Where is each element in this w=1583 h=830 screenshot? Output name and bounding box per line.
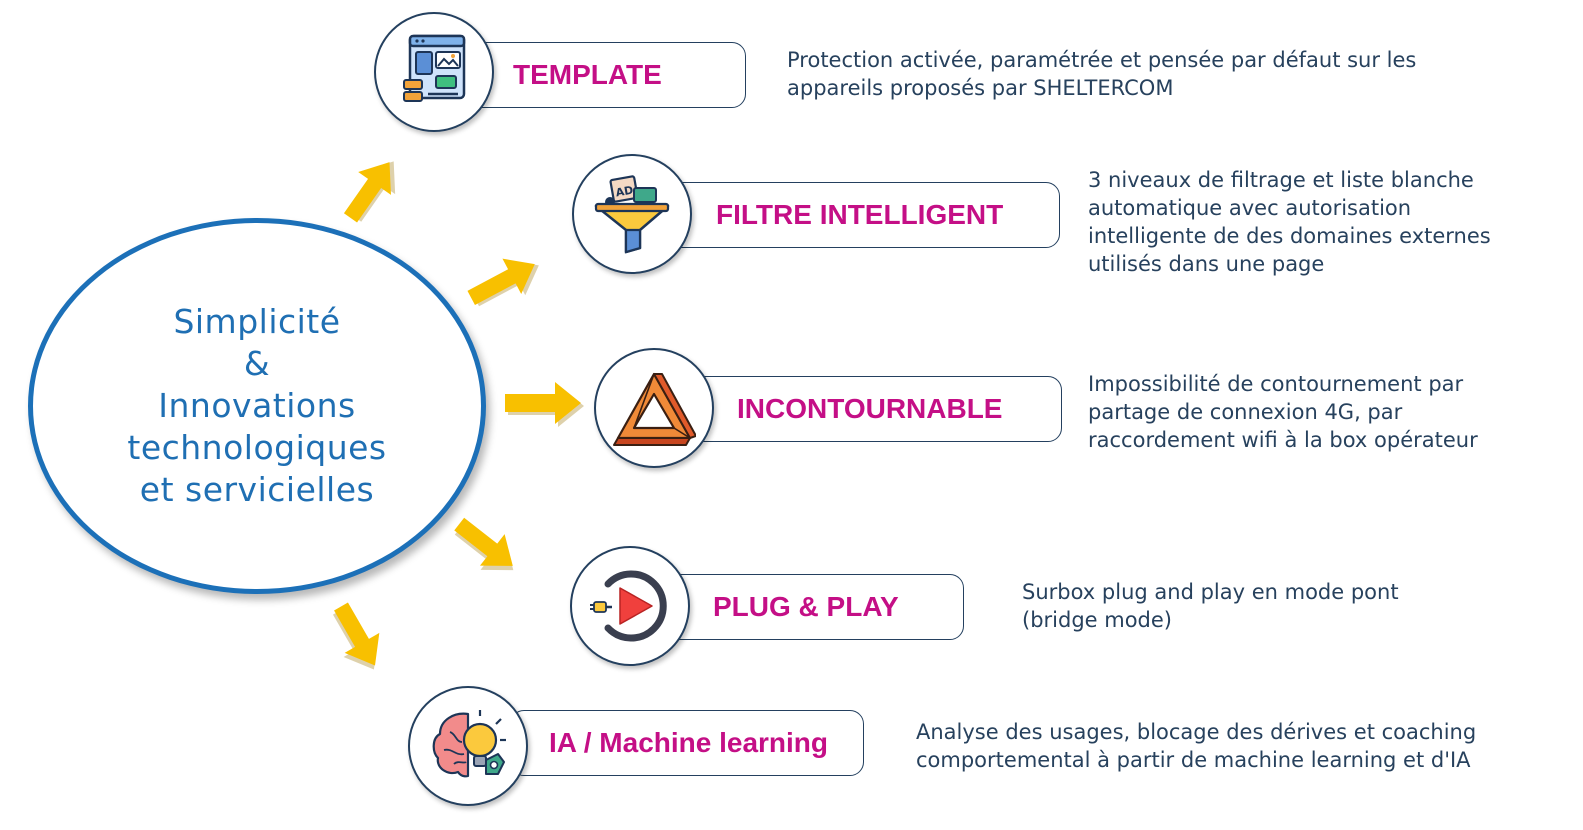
feature-icon-circle xyxy=(570,546,690,666)
feature-description: Surbox plug and play en mode pont (bridg… xyxy=(1022,578,1399,634)
center-ellipse: Simplicité & Innovations technologiques … xyxy=(28,218,486,594)
description-line: Surbox plug and play en mode pont xyxy=(1022,580,1399,604)
feature-description: 3 niveaux de filtrage et liste blanche a… xyxy=(1088,166,1491,278)
ad-filter-funnel-icon: AD xyxy=(594,175,670,254)
center-line: & xyxy=(243,344,271,383)
feature-label: TEMPLATE xyxy=(513,59,662,90)
description-line: partage de connexion 4G, par xyxy=(1088,400,1403,424)
plug-play-icon xyxy=(590,570,667,642)
description-line: automatique avec autorisation xyxy=(1088,196,1412,220)
penrose-triangle-icon xyxy=(613,372,696,446)
feature-label: FILTRE INTELLIGENT xyxy=(716,199,1004,230)
description-line: utilisés dans une page xyxy=(1088,252,1325,276)
description-line: Analyse des usages, blocage des dérives … xyxy=(916,720,1477,744)
description-line: (bridge mode) xyxy=(1022,608,1172,632)
brain-lightbulb-icon xyxy=(432,710,506,778)
description-line: 3 niveaux de filtrage et liste blanche xyxy=(1088,168,1474,192)
feature-icon-circle xyxy=(594,348,714,468)
arrow-to-template xyxy=(343,161,396,223)
feature-pill-filtre-intelligent: FILTRE INTELLIGENT xyxy=(660,182,1060,248)
feature-pill-ia-machine-learning: IA / Machine learning xyxy=(510,710,864,776)
feature-icon-circle xyxy=(374,12,494,132)
center-title: Simplicité & Innovations technologiques … xyxy=(127,301,386,511)
feature-description: Impossibilité de contournement par parta… xyxy=(1088,370,1478,454)
description-line: raccordement wifi à la box opérateur xyxy=(1088,428,1478,452)
feature-label: PLUG & PLAY xyxy=(713,591,899,622)
feature-pill-incontournable: INCONTOURNABLE xyxy=(688,376,1062,442)
arrow-to-incontournable xyxy=(505,382,584,427)
ad-text: AD xyxy=(615,184,635,200)
center-line: technologiques xyxy=(127,428,387,467)
description-line: appareils proposés par SHELTERCOM xyxy=(787,76,1174,100)
description-line: comportemental à partir de machine learn… xyxy=(916,748,1471,772)
feature-icon-circle: AD xyxy=(572,154,692,274)
feature-label: INCONTOURNABLE xyxy=(737,393,1003,424)
web-template-icon xyxy=(403,34,466,102)
description-line: Impossibilité de contournement par xyxy=(1088,372,1464,396)
arrow-to-filtre-intelligent xyxy=(467,258,539,307)
feature-pill-template: TEMPLATE xyxy=(456,42,746,108)
feature-description: Protection activée, paramétrée et pensée… xyxy=(787,46,1416,102)
feature-pill-plug-play: PLUG & PLAY xyxy=(666,574,964,640)
feature-icon-circle xyxy=(408,686,528,806)
center-line: et servicielles xyxy=(139,470,375,509)
center-line: Simplicité xyxy=(173,302,341,341)
feature-description: Analyse des usages, blocage des dérives … xyxy=(916,718,1476,774)
arrow-to-plug-play xyxy=(454,517,514,571)
arrow-to-ia-machine-learning xyxy=(332,602,380,670)
description-line: Protection activée, paramétrée et pensée… xyxy=(787,48,1417,72)
description-line: intelligente de des domaines externes xyxy=(1088,224,1491,248)
feature-label: IA / Machine learning xyxy=(549,727,829,758)
center-line: Innovations xyxy=(158,386,356,425)
